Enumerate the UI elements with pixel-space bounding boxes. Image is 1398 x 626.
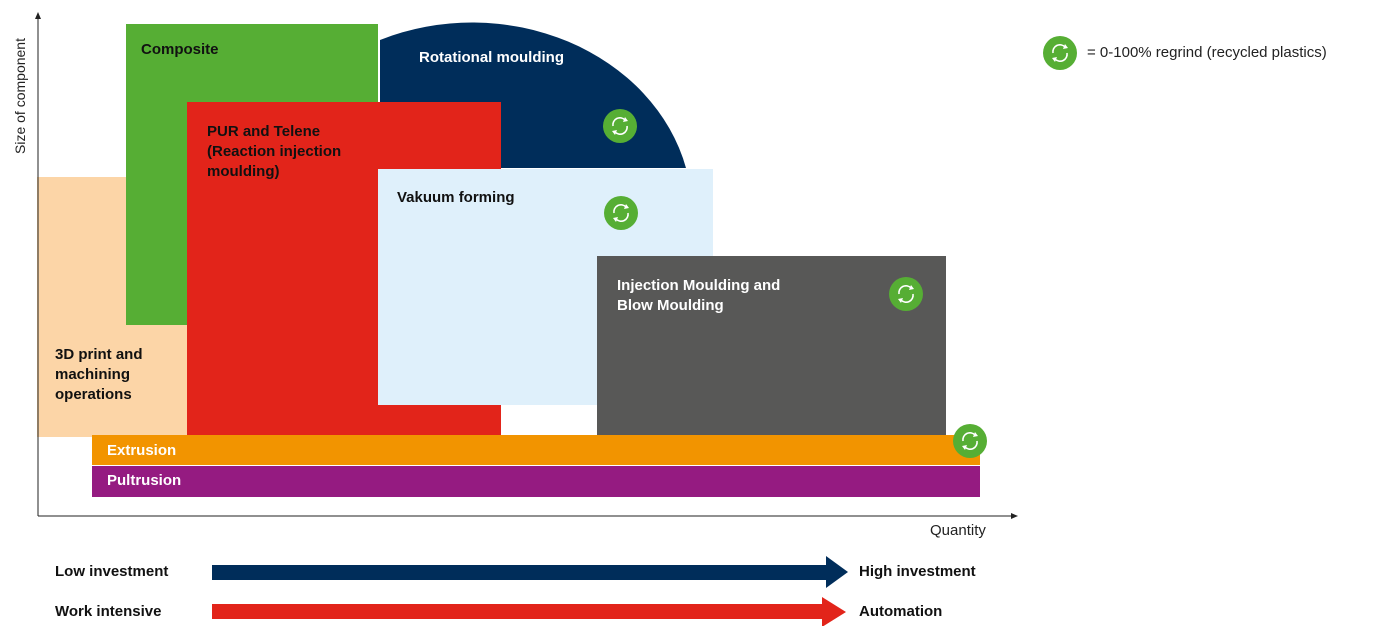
pultrusion-label: Pultrusion xyxy=(107,472,182,489)
recycle-icon xyxy=(953,424,987,458)
low-investment-label: Low investment xyxy=(55,563,169,580)
automation-arrow-shaft xyxy=(212,604,824,619)
recycle-icon xyxy=(889,277,923,311)
vakuum-forming-label: Vakuum forming xyxy=(397,189,515,206)
automation-label: Automation xyxy=(859,603,943,620)
3d-print-label: 3D print and machining operations xyxy=(55,346,143,403)
recycle-icon xyxy=(603,109,637,143)
high-investment-label: High investment xyxy=(859,563,976,580)
injection-moulding-area xyxy=(597,256,946,437)
extrusion-bar xyxy=(92,435,980,465)
legend-text: = 0-100% regrind (recycled plastics) xyxy=(1087,44,1327,61)
work-intensive-label: Work intensive xyxy=(55,603,162,620)
recycle-icon xyxy=(604,196,638,230)
rotational-moulding-label: Rotational moulding xyxy=(419,49,564,66)
x-axis-label: Quantity xyxy=(930,522,986,539)
extrusion-label: Extrusion xyxy=(107,442,177,459)
investment-arrow-shaft xyxy=(212,565,828,580)
pultrusion-bar xyxy=(92,466,980,497)
automation-arrow-head xyxy=(822,597,846,626)
legend-recycle-icon xyxy=(1043,36,1077,70)
investment-arrow-head xyxy=(826,556,848,588)
composite-label: Composite xyxy=(141,41,219,58)
y-axis-arrowhead xyxy=(35,12,41,19)
injection-moulding-label: Injection Moulding and Blow Moulding xyxy=(617,277,781,314)
x-axis-arrowhead xyxy=(1011,513,1018,519)
pur-telene-label: PUR and Telene (Reaction injection mould… xyxy=(207,123,342,180)
